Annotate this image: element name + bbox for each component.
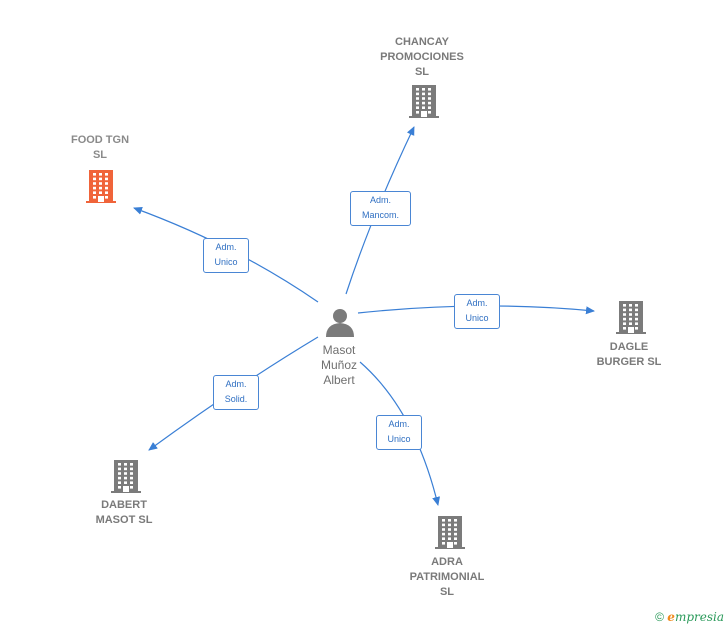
company-label-dabert[interactable]: DABERT MASOT SL — [95, 499, 153, 526]
company-label-adra[interactable]: ADRA PATRIMONIAL SL — [409, 556, 485, 598]
brand-initial: e — [667, 610, 675, 624]
building-icon-dabert[interactable] — [111, 460, 141, 493]
company-label-food[interactable]: FOOD TGN SL — [70, 134, 130, 161]
person-label[interactable]: Masot Muñoz Albert — [320, 343, 358, 387]
relation-label-adra[interactable]: Adm. Unico — [376, 415, 422, 450]
relation-label-chancay[interactable]: Adm. Mancom. — [350, 191, 411, 226]
footer-brand: © empresia — [655, 610, 724, 624]
company-label-dagle[interactable]: DAGLE BURGER SL — [596, 341, 662, 368]
building-icon-adra[interactable] — [435, 516, 465, 549]
building-icon-food[interactable] — [86, 170, 116, 203]
building-icon-dagle[interactable] — [616, 301, 646, 334]
relation-label-dagle[interactable]: Adm. Unico — [454, 294, 500, 329]
brand-logo: empresia — [667, 610, 724, 624]
relation-label-dabert[interactable]: Adm. Solid. — [213, 375, 259, 410]
brand-name: mpresia — [674, 610, 724, 624]
person-icon[interactable] — [326, 309, 354, 337]
relation-label-food[interactable]: Adm. Unico — [203, 238, 249, 273]
company-label-chancay[interactable]: CHANCAY PROMOCIONES SL — [380, 36, 464, 78]
copyright-symbol: © — [655, 610, 664, 624]
building-icon-chancay[interactable] — [409, 85, 439, 118]
